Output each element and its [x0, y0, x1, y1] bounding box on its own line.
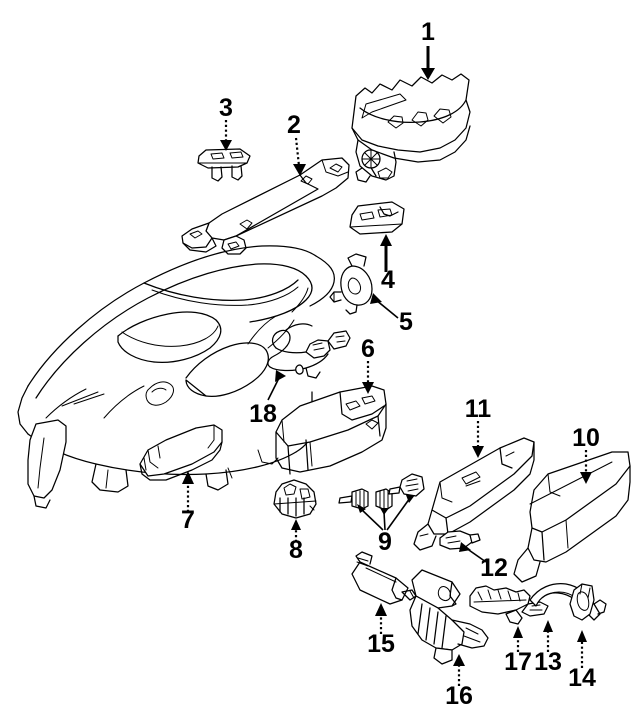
callout-7: 7 [181, 471, 195, 534]
part-actuator-motor [351, 551, 417, 605]
callout-number-12: 12 [480, 554, 508, 582]
part-flat-bracket [349, 201, 405, 235]
callout-11: 11 [465, 395, 492, 458]
callout-number-2: 2 [287, 111, 301, 139]
part-glove-box-bin [275, 385, 387, 475]
callout-14: 14 [568, 630, 596, 692]
callout-number-16: 16 [445, 682, 473, 710]
part-support-brace [181, 157, 350, 255]
callout-number-6: 6 [361, 335, 375, 363]
callout-8: 8 [289, 519, 303, 564]
callout-number-7: 7 [181, 506, 195, 534]
callout-13: 13 [534, 620, 562, 676]
part-mounting-plate [197, 148, 251, 182]
part-retainer-rail [469, 585, 549, 625]
callout-6: 6 [361, 335, 375, 394]
callout-16: 16 [445, 654, 473, 710]
part-glove-box-door-outer [513, 451, 631, 583]
callout-number-5: 5 [399, 308, 413, 336]
callout-4: 4 [380, 234, 395, 294]
callout-2: 2 [287, 111, 306, 176]
part-latch-striker [439, 530, 481, 550]
callout-number-18: 18 [249, 400, 277, 428]
callout-17: 17 [504, 626, 532, 676]
callout-10: 10 [572, 424, 600, 484]
part-wiring-harness [267, 323, 351, 379]
part-glove-box-door-inner [413, 437, 535, 551]
callout-5: 5 [370, 293, 413, 336]
callout-number-4: 4 [381, 266, 395, 294]
part-clamp-clip [329, 253, 373, 315]
instrument-panel [17, 245, 335, 509]
part-motor-bracket-assembly [409, 569, 489, 665]
callout-3: 3 [219, 94, 233, 151]
callout-9: 9 [378, 528, 392, 556]
callout-1: 1 [421, 18, 435, 80]
callout-number-15: 15 [367, 630, 395, 658]
callout-15: 15 [367, 603, 395, 658]
callout-number-13: 13 [534, 648, 562, 676]
callout-number-9: 9 [378, 528, 392, 556]
part-relay-connector [273, 479, 317, 519]
callout-number-1: 1 [421, 18, 435, 46]
part-airbag-module [351, 73, 471, 183]
part-lock-cylinder-set [338, 473, 425, 531]
part-trim-cover [139, 424, 223, 481]
callout-number-14: 14 [568, 664, 596, 692]
callout-12: 12 [459, 542, 508, 582]
callout-18: 18 [249, 370, 286, 428]
part-end-clip [569, 583, 595, 621]
callout-number-3: 3 [219, 94, 233, 122]
callout-number-11: 11 [465, 395, 492, 423]
callout-number-8: 8 [289, 536, 303, 564]
callout-number-10: 10 [572, 424, 600, 452]
callout-number-17: 17 [504, 648, 532, 676]
